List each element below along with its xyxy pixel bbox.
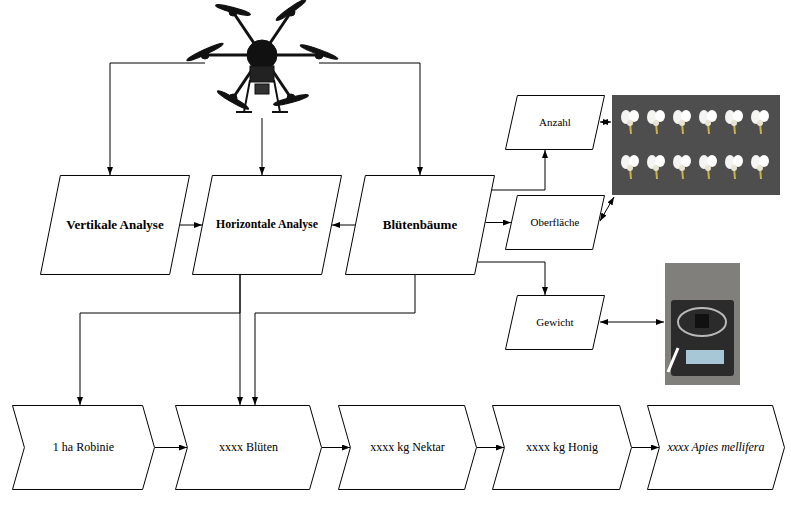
- box-label: Vertikale Analyse: [66, 218, 163, 233]
- flow-arrow: [240, 275, 241, 405]
- chevron-step: xxxx Blüten: [175, 405, 322, 490]
- box-outline-shape: [338, 405, 476, 489]
- measure-box: Oberfläche: [505, 195, 605, 250]
- flow-arrow: [477, 447, 504, 448]
- flow-arrow: [180, 225, 202, 226]
- box-label: xxxx kg Nektar: [370, 441, 445, 455]
- box-label: Gewicht: [536, 316, 573, 329]
- chevron-step: xxxx kg Honig: [492, 405, 632, 490]
- flow-arrow: [486, 222, 512, 223]
- flow-arrow: [492, 150, 545, 190]
- box-label: xxxx Blüten: [219, 441, 278, 455]
- box-outline-shape: [492, 405, 631, 489]
- measure-box: Gewicht: [505, 295, 605, 350]
- flow-arrow: [322, 447, 350, 448]
- box-outline-shape: [192, 175, 341, 274]
- box-label: Horizontale Analyse: [216, 218, 318, 232]
- box-outline-shape: [505, 95, 604, 149]
- box-label: xxxx kg Honig: [526, 441, 598, 455]
- flower-photo: [612, 95, 780, 195]
- drone: [186, 0, 339, 112]
- box-label: Oberfläche: [531, 216, 580, 229]
- box-label: 1 ha Robinie: [53, 441, 114, 455]
- box-label: xxxx Apies mellifera: [667, 441, 764, 455]
- box-outline-shape: [40, 175, 189, 274]
- box-outline-shape: [175, 405, 321, 489]
- flow-arrow: [478, 262, 545, 295]
- box-outline-shape: [505, 195, 604, 249]
- flow-arrow: [632, 447, 659, 448]
- box-label: Anzahl: [539, 116, 571, 129]
- scale-photo: [665, 263, 740, 385]
- chevron-step: 1 ha Robinie: [12, 405, 155, 490]
- analysis-box: Horizontale Analyse: [192, 175, 342, 275]
- flow-arrow: [255, 275, 415, 405]
- photo-leader-lines: [600, 122, 664, 322]
- box-outline-shape: [345, 175, 494, 274]
- chevron-step: xxxx Apies mellifera: [647, 405, 785, 490]
- flow-arrow: [80, 275, 240, 405]
- flow-arrow: [155, 447, 187, 448]
- box-label: Blütenbäume: [383, 218, 457, 233]
- chevron-step: xxxx kg Nektar: [338, 405, 477, 490]
- box-outline-shape: [12, 405, 154, 489]
- analysis-box: Vertikale Analyse: [40, 175, 190, 275]
- flow-arrow: [332, 225, 355, 226]
- measure-box: Anzahl: [505, 95, 605, 150]
- drone-leader-lines: [110, 63, 420, 175]
- box-outline-shape: [505, 295, 604, 349]
- analysis-box: Blütenbäume: [345, 175, 495, 275]
- box-outline-shape: [647, 405, 784, 489]
